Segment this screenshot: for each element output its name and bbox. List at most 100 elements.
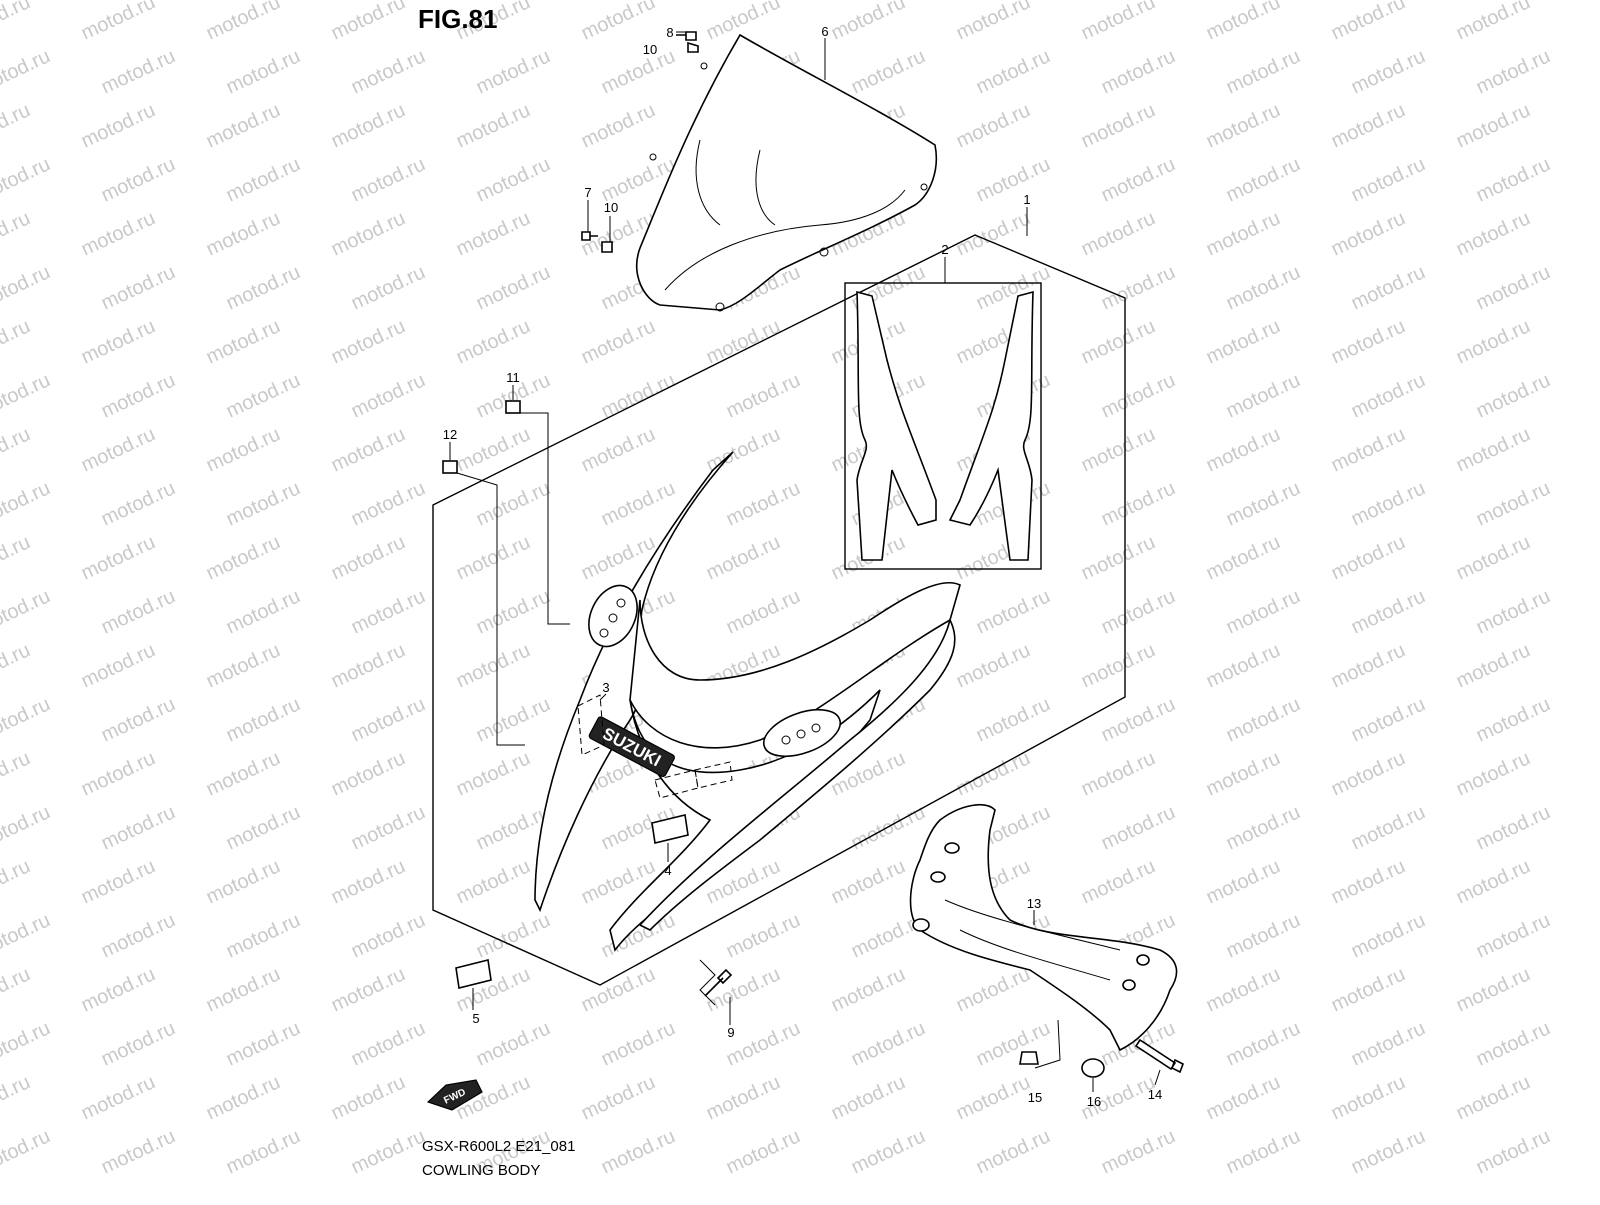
- watermark-text: motod.ru: [203, 855, 284, 908]
- watermark-text: motod.ru: [78, 1071, 159, 1124]
- watermark-text: motod.ru: [578, 963, 659, 1016]
- fwd-arrow: FWD: [426, 1079, 483, 1111]
- watermark-text: motod.ru: [1203, 963, 1284, 1016]
- tape-outline-3: [577, 694, 605, 756]
- watermark-text: motod.ru: [223, 45, 304, 98]
- leader-lines: [449, 31, 1161, 1092]
- watermark-text: motod.ru: [0, 855, 34, 908]
- watermark-text: motod.ru: [0, 693, 54, 746]
- watermark-text: motod.ru: [578, 315, 659, 368]
- watermark-text: motod.ru: [953, 207, 1034, 260]
- callout-8: 8: [666, 25, 673, 40]
- callout-14: 14: [1148, 1087, 1162, 1102]
- watermark-text: motod.ru: [348, 909, 429, 962]
- watermark-text: motod.ru: [0, 261, 54, 314]
- watermark-text: motod.ru: [1098, 369, 1179, 422]
- watermark-text: motod.ru: [473, 45, 554, 98]
- watermark-text: motod.ru: [953, 639, 1034, 692]
- watermark-text: motod.ru: [1348, 369, 1429, 422]
- watermark-text: motod.ru: [1453, 99, 1534, 152]
- watermark-text: motod.ru: [1453, 1071, 1534, 1124]
- watermark-text: motod.ru: [348, 585, 429, 638]
- screw-9-broken-line: [699, 959, 716, 1006]
- watermark-text: motod.ru: [328, 423, 409, 476]
- watermark-text: motod.ru: [1203, 99, 1284, 152]
- watermark-text: motod.ru: [78, 207, 159, 260]
- watermark-text: motod.ru: [98, 261, 179, 314]
- decal-left: [856, 290, 937, 561]
- watermark-text: motod.ru: [223, 1125, 304, 1178]
- vent-right: [762, 708, 842, 758]
- watermark-text: motod.ru: [0, 207, 34, 260]
- callout-9: 9: [727, 1025, 734, 1040]
- vent-left: [588, 584, 638, 648]
- watermark-text: motod.ru: [1098, 585, 1179, 638]
- watermark-text: motod.ru: [1348, 45, 1429, 98]
- vent-right-hole-c: [811, 723, 821, 733]
- watermark-text: motod.ru: [973, 585, 1054, 638]
- watermark-text: motod.ru: [78, 531, 159, 584]
- watermark-text: motod.ru: [1203, 423, 1284, 476]
- watermark-text: motod.ru: [1453, 423, 1534, 476]
- watermark-text: motod.ru: [1328, 423, 1409, 476]
- watermark-text: motod.ru: [1473, 369, 1554, 422]
- brace-hole-d: [1136, 954, 1150, 966]
- nut-15: [1019, 1051, 1039, 1065]
- watermark-text: motod.ru: [1473, 153, 1554, 206]
- watermark-text: motod.ru: [223, 369, 304, 422]
- watermark-text: motod.ru: [1473, 1125, 1554, 1178]
- watermark-text: motod.ru: [348, 1017, 429, 1070]
- watermark-text: motod.ru: [223, 585, 304, 638]
- watermark-text: motod.ru: [598, 477, 679, 530]
- watermark-text: motod.ru: [473, 261, 554, 314]
- watermark-text: motod.ru: [1328, 0, 1409, 45]
- watermark-text: motod.ru: [0, 477, 54, 530]
- watermark-text: motod.ru: [0, 801, 54, 854]
- watermark-text: motod.ru: [473, 909, 554, 962]
- watermark-text: motod.ru: [1203, 315, 1284, 368]
- watermark-text: motod.ru: [1348, 477, 1429, 530]
- watermark-text: motod.ru: [1078, 531, 1159, 584]
- watermark-text: motod.ru: [1328, 315, 1409, 368]
- tape-outline-a: [654, 769, 699, 799]
- watermark-text: motod.ru: [328, 207, 409, 260]
- watermark-text: motod.ru: [0, 963, 34, 1016]
- cushion-4: [651, 814, 689, 844]
- watermark-text: motod.ru: [723, 477, 804, 530]
- watermark-text: motod.ru: [723, 585, 804, 638]
- watermark-text: motod.ru: [703, 1071, 784, 1124]
- watermark-text: motod.ru: [348, 693, 429, 746]
- screw-7: [581, 231, 598, 241]
- watermark-text: motod.ru: [973, 693, 1054, 746]
- windscreen-hole-e: [700, 62, 708, 70]
- watermark-text: motod.ru: [223, 1017, 304, 1070]
- watermark-text: motod.ru: [348, 1125, 429, 1178]
- watermark-text: motod.ru: [723, 909, 804, 962]
- watermark-text: motod.ru: [1223, 1125, 1304, 1178]
- watermark-text: motod.ru: [578, 1071, 659, 1124]
- watermark-text: motod.ru: [1348, 261, 1429, 314]
- callout-11: 11: [506, 370, 520, 385]
- brace-hole-a: [944, 842, 960, 854]
- watermark-text: motod.ru: [1078, 747, 1159, 800]
- watermark-text: motod.ru: [973, 45, 1054, 98]
- watermark-text: motod.ru: [328, 531, 409, 584]
- callout-layer: 1 2 3 4 5 6 7 8 9 10 10 11 12 13 14 15 1…: [443, 24, 1162, 1109]
- watermark-text: motod.ru: [1203, 207, 1284, 260]
- watermark-text: motod.ru: [578, 99, 659, 152]
- watermark-text: motod.ru: [453, 855, 534, 908]
- well-nut-10-top: [687, 41, 699, 53]
- watermark-text: motod.ru: [1078, 315, 1159, 368]
- watermark-text: motod.ru: [828, 0, 909, 45]
- watermark-text: motod.ru: [453, 315, 534, 368]
- watermark-text: motod.ru: [1473, 585, 1554, 638]
- watermark-text: motod.ru: [1328, 531, 1409, 584]
- watermark-text: motod.ru: [953, 99, 1034, 152]
- watermark-text: motod.ru: [1223, 909, 1304, 962]
- watermark-text: motod.ru: [348, 369, 429, 422]
- grommet-16: [1081, 1058, 1105, 1078]
- assembly-box-1: [432, 234, 1126, 986]
- cowling-brace-inner-2: [959, 929, 1111, 981]
- clip-11: [505, 400, 521, 414]
- watermark-text: motod.ru: [348, 477, 429, 530]
